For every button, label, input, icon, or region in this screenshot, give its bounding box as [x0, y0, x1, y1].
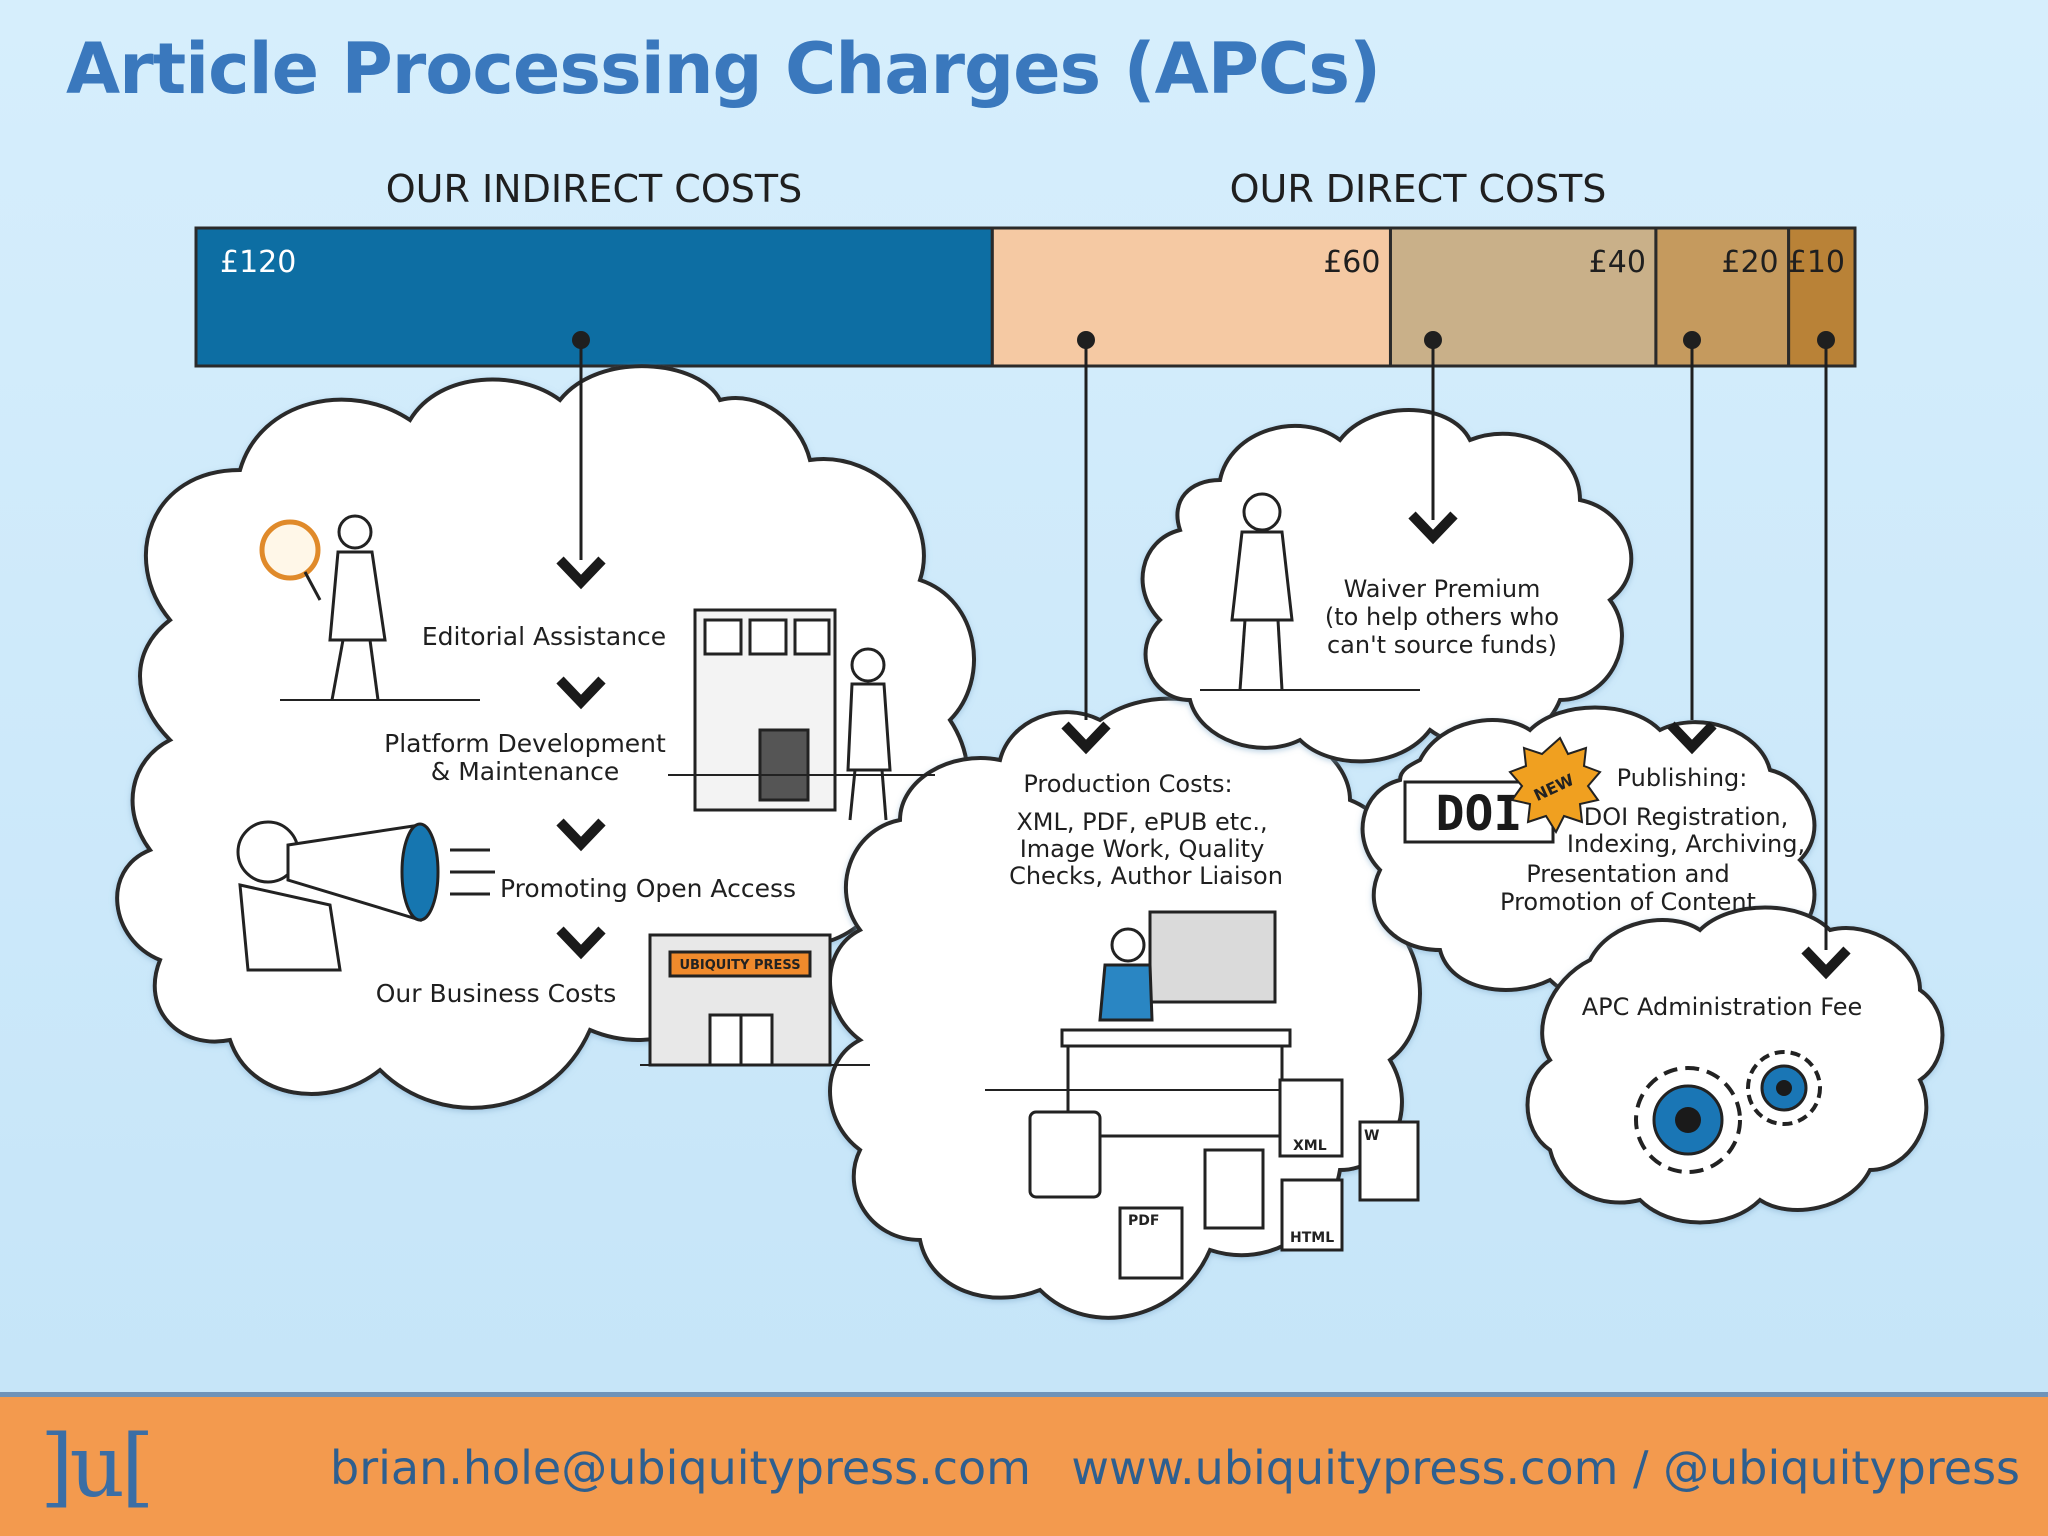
production-illustration [985, 910, 1420, 1280]
cost-bar: £120 £60 £40 £20 £10 [194, 226, 1857, 368]
bar-label-0: £120 [220, 245, 296, 280]
publishing-line-3: Indexing, Archiving, [1567, 830, 1805, 858]
production-line-1: Production Costs: [1023, 770, 1232, 798]
production-line-2: XML, PDF, ePUB etc., [1016, 808, 1267, 836]
doi-logo-text: DOI [1436, 786, 1523, 842]
header-indirect: OUR INDIRECT COSTS [386, 167, 802, 211]
bar-label-3: £20 [1721, 245, 1778, 280]
bar-segment-1 [990, 226, 1392, 368]
bar-segment-3 [1654, 226, 1791, 368]
bar-label-2: £40 [1589, 245, 1646, 280]
production-line-4: Checks, Author Liaison [1009, 862, 1283, 890]
item-promoting-open-access: Promoting Open Access [500, 874, 796, 903]
connector-dots [572, 331, 1835, 349]
bar-label-1: £60 [1323, 245, 1380, 280]
bar-label-4: £10 [1788, 245, 1845, 280]
apc-diagram: OUR INDIRECT COSTS OUR DIRECT COSTS £120… [115, 167, 1945, 1320]
item-platform-development: Platform Development [384, 729, 666, 758]
footer: ]u[ brian.hole@ubiquitypress.com www.ubi… [0, 1392, 2048, 1536]
publishing-line-5: Promotion of Content [1500, 888, 1756, 916]
waiver-person-illustration [1200, 492, 1420, 691]
item-platform-maintenance: & Maintenance [431, 757, 619, 786]
item-editorial-assistance: Editorial Assistance [422, 622, 666, 651]
slide-title: Article Processing Charges (APCs) [66, 28, 1381, 110]
cloud-admin [1525, 905, 1945, 1225]
console-illustration [668, 608, 935, 821]
bar-segment-0 [194, 226, 994, 368]
publishing-line-2: DOI Registration, [1584, 803, 1788, 831]
file-tag-html: HTML [1290, 1230, 1334, 1246]
file-tag-pdf: PDF [1128, 1213, 1159, 1229]
publishing-line-1: Publishing: [1617, 764, 1748, 792]
scientist-illustration [259, 514, 480, 701]
file-tag-w: W [1364, 1128, 1379, 1144]
item-business-costs: Our Business Costs [376, 979, 617, 1008]
contact-website[interactable]: www.ubiquitypress.com / @ubiquitypress [1071, 1441, 2020, 1495]
new-badge: NEW [1508, 736, 1602, 835]
contact-email[interactable]: brian.hole@ubiquitypress.com [330, 1441, 1031, 1495]
file-tag-xml: XML [1293, 1138, 1327, 1154]
megaphone-illustration [236, 820, 495, 972]
admin-label: APC Administration Fee [1582, 993, 1863, 1021]
chevron-icons [556, 511, 1851, 980]
connectors [579, 340, 1828, 950]
waiver-line-3: can't source funds) [1327, 631, 1557, 659]
publishing-line-4: Presentation and [1526, 860, 1730, 888]
building-illustration: UBIQUITY PRESS [640, 933, 870, 1067]
production-line-3: Image Work, Quality [1020, 835, 1265, 863]
gears-icon [1634, 1050, 1822, 1174]
waiver-line-1: Waiver Premium [1344, 575, 1541, 603]
file-tag-labels: PDF XML HTML W [1128, 1128, 1379, 1246]
header-direct: OUR DIRECT COSTS [1230, 167, 1607, 211]
ubiquity-logo: ]u[ [40, 1417, 154, 1517]
waiver-line-2: (to help others who [1325, 603, 1559, 631]
building-sign-text: UBIQUITY PRESS [679, 958, 800, 973]
